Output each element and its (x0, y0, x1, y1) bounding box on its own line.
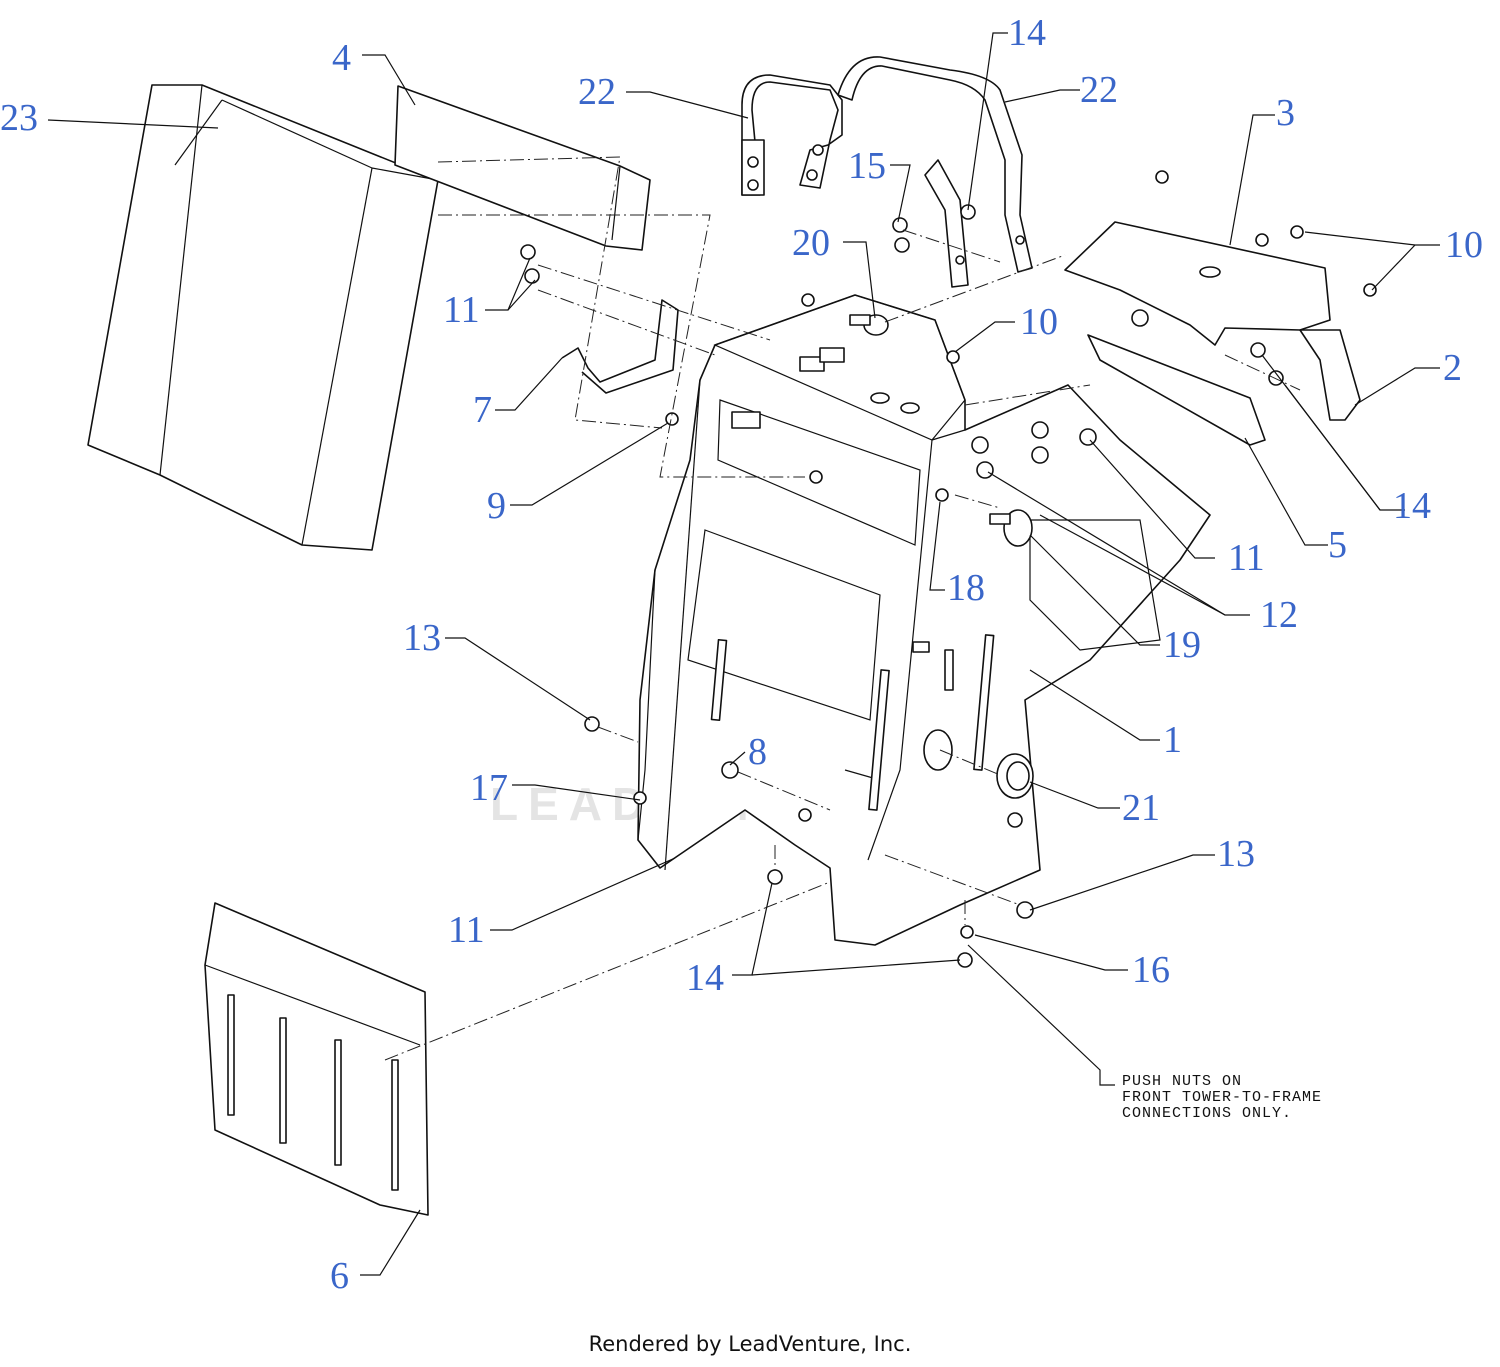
callout-22-right: 22 (1080, 69, 1118, 111)
callout-11-lower: 11 (448, 909, 485, 951)
part-15-washers (892, 204, 976, 253)
part-4-seat-back (394, 85, 651, 251)
part-7-bracket (561, 299, 679, 394)
part-6-floor-panel (204, 902, 429, 1216)
callout-3: 3 (1276, 92, 1295, 134)
hardware-nuts (520, 170, 1377, 968)
callout-13-left: 13 (403, 617, 441, 659)
part-23-seat (87, 84, 439, 551)
callout-4: 4 (332, 37, 351, 79)
callout-7: 7 (473, 389, 492, 431)
callout-11-right: 11 (1228, 537, 1265, 579)
part-5-bracket (1087, 334, 1266, 446)
callout-6: 6 (330, 1255, 349, 1297)
callout-21: 21 (1122, 787, 1160, 829)
callout-15: 15 (848, 145, 886, 187)
centerlines (384, 156, 1301, 1061)
callout-12: 12 (1260, 594, 1298, 636)
part-18-ring (935, 488, 949, 502)
callout-16: 16 (1132, 949, 1170, 991)
note-line-1: PUSH NUTS ON (1122, 1073, 1242, 1090)
callout-2: 2 (1443, 347, 1462, 389)
part-3-top-plate (1064, 221, 1361, 421)
part-1-tower-frame (637, 294, 1211, 946)
callout-1: 1 (1163, 719, 1182, 761)
callout-18: 18 (947, 567, 985, 609)
part-19-knob (989, 509, 1033, 547)
callout-10-right: 10 (1445, 224, 1483, 266)
note-line-2: FRONT TOWER-TO-FRAME (1122, 1089, 1322, 1106)
callout-14-bottom: 14 (686, 957, 724, 999)
callout-20: 20 (792, 222, 830, 264)
part-20-bolt (849, 314, 889, 336)
leader-lines (47, 32, 1440, 1276)
part-21-grommet (996, 753, 1034, 799)
callout-labels: 23 4 22 14 22 3 15 20 10 10 11 2 7 14 9 … (0, 12, 1483, 1297)
callout-14-top: 14 (1008, 12, 1046, 54)
parts-diagram: LEADVENTURE (0, 12, 1483, 1297)
callout-23: 23 (0, 97, 38, 139)
callout-14-right: 14 (1393, 485, 1431, 527)
callout-11-upper: 11 (443, 289, 480, 331)
callout-10-center: 10 (1020, 301, 1058, 343)
callout-5: 5 (1328, 524, 1347, 566)
assembly-note: PUSH NUTS ON FRONT TOWER-TO-FRAME CONNEC… (1122, 1073, 1322, 1122)
note-line-3: CONNECTIONS ONLY. (1122, 1105, 1292, 1122)
callout-9: 9 (487, 485, 506, 527)
callout-13-right: 13 (1217, 833, 1255, 875)
callout-19: 19 (1163, 624, 1201, 666)
part-22-handle-left (741, 74, 843, 196)
callout-17: 17 (470, 767, 508, 809)
footer-credit: Rendered by LeadVenture, Inc. (588, 1332, 912, 1356)
callout-8: 8 (748, 731, 767, 773)
callout-22-left: 22 (578, 71, 616, 113)
